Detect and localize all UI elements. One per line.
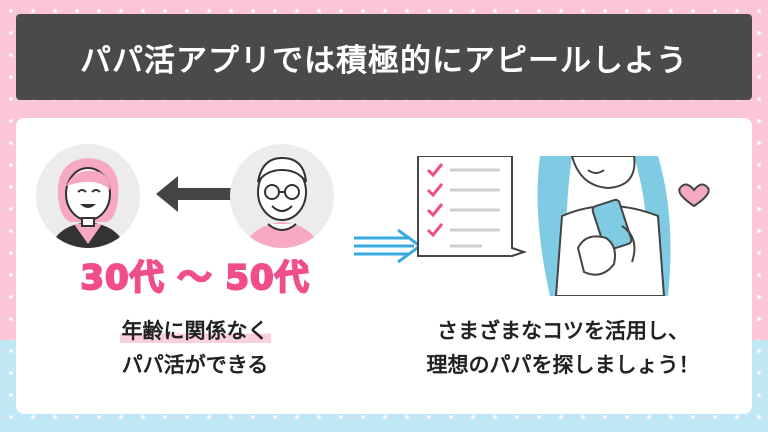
man-avatar-icon (230, 144, 334, 248)
age-range-label: 30代 〜 50代 (79, 257, 310, 299)
double-arrow-icon (156, 176, 262, 212)
right-caption-line1: さまざまなコツを活用し、 (437, 319, 689, 343)
left-caption-line1: 年齢に関係なく (119, 319, 271, 343)
avatars-illustration (36, 144, 334, 248)
title-banner: パパ活アプリでは積極的にアピールしよう (16, 14, 752, 100)
right-caption: さまざまなコツを活用し、 理想のパパを探しましょう！ (388, 314, 738, 382)
page-title: パパ活アプリでは積極的にアピールしよう (80, 42, 688, 79)
woman-avatar-icon (36, 144, 140, 248)
heart-icon (678, 183, 710, 208)
right-illustration (417, 156, 710, 296)
right-caption-line2: 理想のパパを探しましょう！ (426, 353, 700, 377)
left-caption-line2: パパ活ができる (121, 353, 269, 377)
content-card: 30代 〜 50代 年齢に関係なく パパ活ができる (16, 118, 752, 414)
checklist-icon (417, 156, 528, 257)
woman-phone-icon (537, 156, 671, 296)
left-caption: 年齢に関係なく パパ活ができる (50, 314, 340, 382)
